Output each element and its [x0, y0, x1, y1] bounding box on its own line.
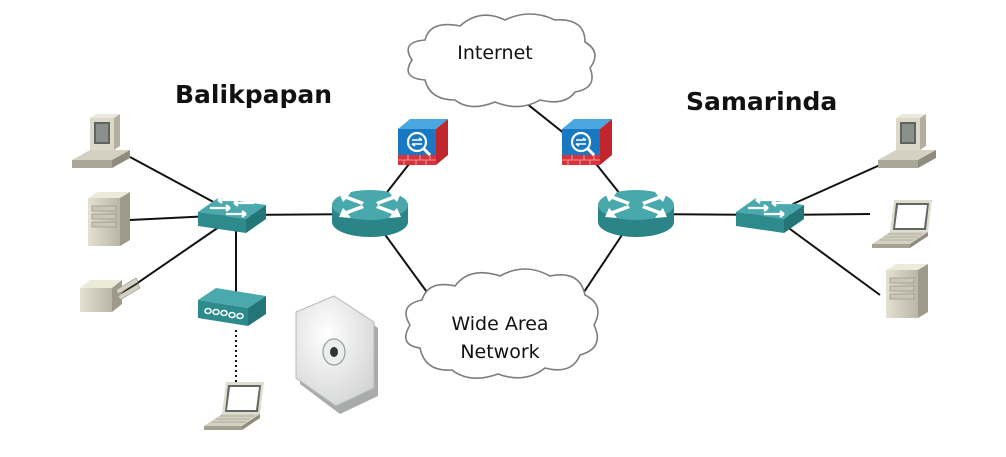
access-point-icon	[295, 295, 378, 414]
wan-cloud-label-line-2: Network	[460, 341, 540, 363]
laptop-icon	[203, 381, 265, 431]
printer-icon	[80, 277, 141, 312]
firewall-icon	[396, 117, 450, 167]
server-icon	[87, 191, 131, 247]
site-label-samarinda: Samarinda	[686, 87, 838, 116]
wan-cloud	[404, 268, 599, 379]
pc-icon	[878, 114, 936, 168]
router-icon	[332, 190, 408, 237]
site-label-balikpapan: Balikpapan	[175, 80, 333, 109]
internet-cloud-label: Internet	[457, 42, 533, 64]
internet-cloud	[407, 13, 596, 108]
router-icon	[598, 190, 674, 237]
laptop-icon	[871, 199, 933, 249]
switch-icon	[196, 195, 268, 235]
switch-icon	[734, 195, 806, 235]
pc-icon	[72, 114, 130, 168]
server-icon	[885, 263, 929, 319]
wireless-controller-icon	[198, 288, 266, 326]
firewall-icon	[560, 117, 614, 167]
wan-cloud-label-line-1: Wide Area	[451, 313, 549, 335]
